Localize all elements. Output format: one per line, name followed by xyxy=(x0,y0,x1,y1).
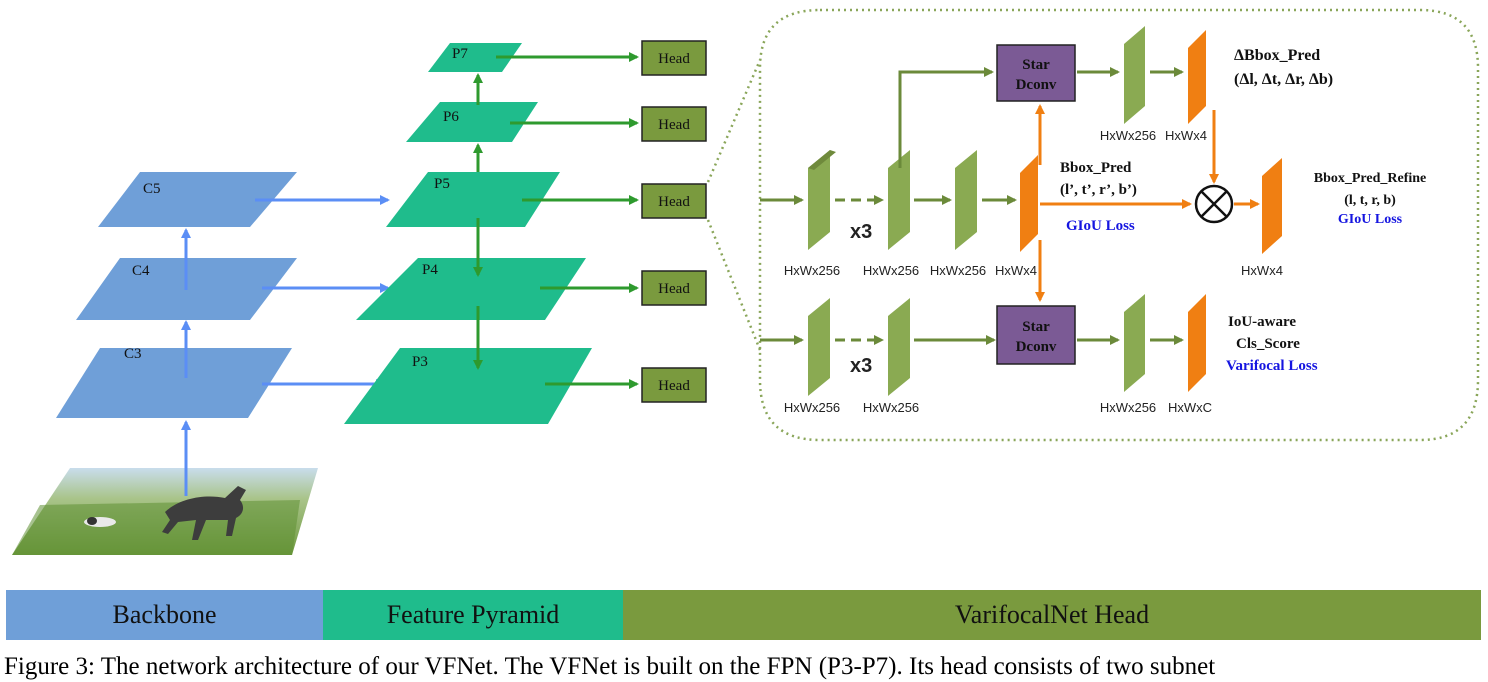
refine-sub: (l, t, r, b) xyxy=(1344,193,1396,208)
svg-text:P3: P3 xyxy=(412,354,428,370)
head-box-p4: Head xyxy=(641,270,707,306)
svg-text:HxWx4: HxWx4 xyxy=(1241,263,1283,278)
svg-text:Head: Head xyxy=(658,194,690,210)
top-feature-map-3 xyxy=(955,150,977,250)
svg-text:P5: P5 xyxy=(434,176,450,192)
bbox-pred-title: Bbox_Pred xyxy=(1060,160,1132,176)
svg-text:HxWxC: HxWxC xyxy=(1168,400,1212,415)
dog-silhouette xyxy=(84,486,246,540)
svg-text:HxWx256: HxWx256 xyxy=(930,263,986,278)
svg-text:P7: P7 xyxy=(452,46,468,62)
iou-aware-title: IoU-aware xyxy=(1228,314,1296,330)
pyramid-p5: P5 xyxy=(386,172,560,227)
c3-label: C3 xyxy=(124,346,142,362)
svg-text:HxWx4: HxWx4 xyxy=(995,263,1037,278)
svg-text:HxWx4: HxWx4 xyxy=(1165,128,1207,143)
c4-label: C4 xyxy=(132,263,150,279)
svg-text:Head: Head xyxy=(658,117,690,133)
svg-text:Head: Head xyxy=(658,281,690,297)
top-pred-orange xyxy=(1020,155,1038,252)
head-box-p3: Head xyxy=(641,367,707,403)
svg-text:Star: Star xyxy=(1022,319,1050,335)
legend-backbone: Backbone xyxy=(6,590,323,640)
svg-text:Dconv: Dconv xyxy=(1016,77,1057,93)
top-feature-map-2 xyxy=(888,150,910,250)
legend-bar: Backbone Feature Pyramid VarifocalNet He… xyxy=(6,590,1481,640)
delta-feature-map xyxy=(1124,26,1145,124)
svg-text:HxWx256: HxWx256 xyxy=(784,263,840,278)
bot-feature-map-1 xyxy=(808,298,830,396)
refine-loss: GIoU Loss xyxy=(1338,212,1403,227)
delta-bbox-sub: (Δl, Δt, Δr, Δb) xyxy=(1234,71,1333,88)
svg-text:HxWx256: HxWx256 xyxy=(863,400,919,415)
pyramid-p3: P3 xyxy=(344,348,592,424)
legend-feature-pyramid: Feature Pyramid xyxy=(323,590,623,640)
head-box-p7: Head xyxy=(641,40,707,76)
svg-text:HxWx256: HxWx256 xyxy=(863,263,919,278)
refine-title: Bbox_Pred_Refine xyxy=(1314,171,1427,186)
varifocal-loss: Varifocal Loss xyxy=(1226,358,1318,374)
multiply-icon xyxy=(1194,184,1234,224)
delta-pred-orange xyxy=(1188,30,1206,124)
top-repeat-label: x3 xyxy=(850,221,872,243)
svg-text:Star: Star xyxy=(1022,57,1050,73)
svg-text:HxWx256: HxWx256 xyxy=(1100,128,1156,143)
figure-caption: Figure 3: The network architecture of ou… xyxy=(4,653,1216,680)
bot-feature-map-2 xyxy=(888,298,910,396)
svg-text:HxWx256: HxWx256 xyxy=(784,400,840,415)
svg-text:P4: P4 xyxy=(422,262,438,278)
head-box-p6: Head xyxy=(641,106,707,142)
cls-pred-orange xyxy=(1188,294,1206,392)
legend-varifocalnet-head: VarifocalNet Head xyxy=(623,590,1481,640)
backbone-c5: C5 xyxy=(98,172,297,227)
pyramid-p4: P4 xyxy=(356,258,586,320)
cls-score-title: Cls_Score xyxy=(1236,336,1300,352)
svg-text:Dconv: Dconv xyxy=(1016,339,1057,355)
bbox-pred-sub: (l’, t’, r’, b’) xyxy=(1060,182,1137,198)
svg-text:HxWx256: HxWx256 xyxy=(1100,400,1156,415)
refine-pred-orange xyxy=(1262,158,1282,254)
head-detail-outline xyxy=(706,8,1480,442)
c5-label: C5 xyxy=(143,181,161,197)
star-dconv-top: Star Dconv xyxy=(996,44,1076,102)
bbox-pred-loss: GIoU Loss xyxy=(1066,218,1135,234)
architecture-diagram: C5 C4 C3 P7 P6 P5 P4 P3 xyxy=(12,8,1480,555)
svg-text:Head: Head xyxy=(658,378,690,394)
arrow-to-star-top xyxy=(898,67,994,168)
bot-feature-map-3 xyxy=(1124,294,1145,392)
delta-bbox-title: ΔBbox_Pred xyxy=(1234,47,1320,64)
bot-repeat-label: x3 xyxy=(850,355,872,377)
svg-text:Head: Head xyxy=(658,51,690,67)
pyramid-p7: P7 xyxy=(428,43,522,72)
head-box-p5: Head xyxy=(641,183,707,219)
input-image xyxy=(12,468,318,555)
top-feature-map-1 xyxy=(808,150,836,250)
star-dconv-bottom: Star Dconv xyxy=(996,305,1076,365)
backbone-c3: C3 xyxy=(56,346,292,418)
pyramid-p6: P6 xyxy=(406,102,538,142)
svg-text:P6: P6 xyxy=(443,109,459,125)
